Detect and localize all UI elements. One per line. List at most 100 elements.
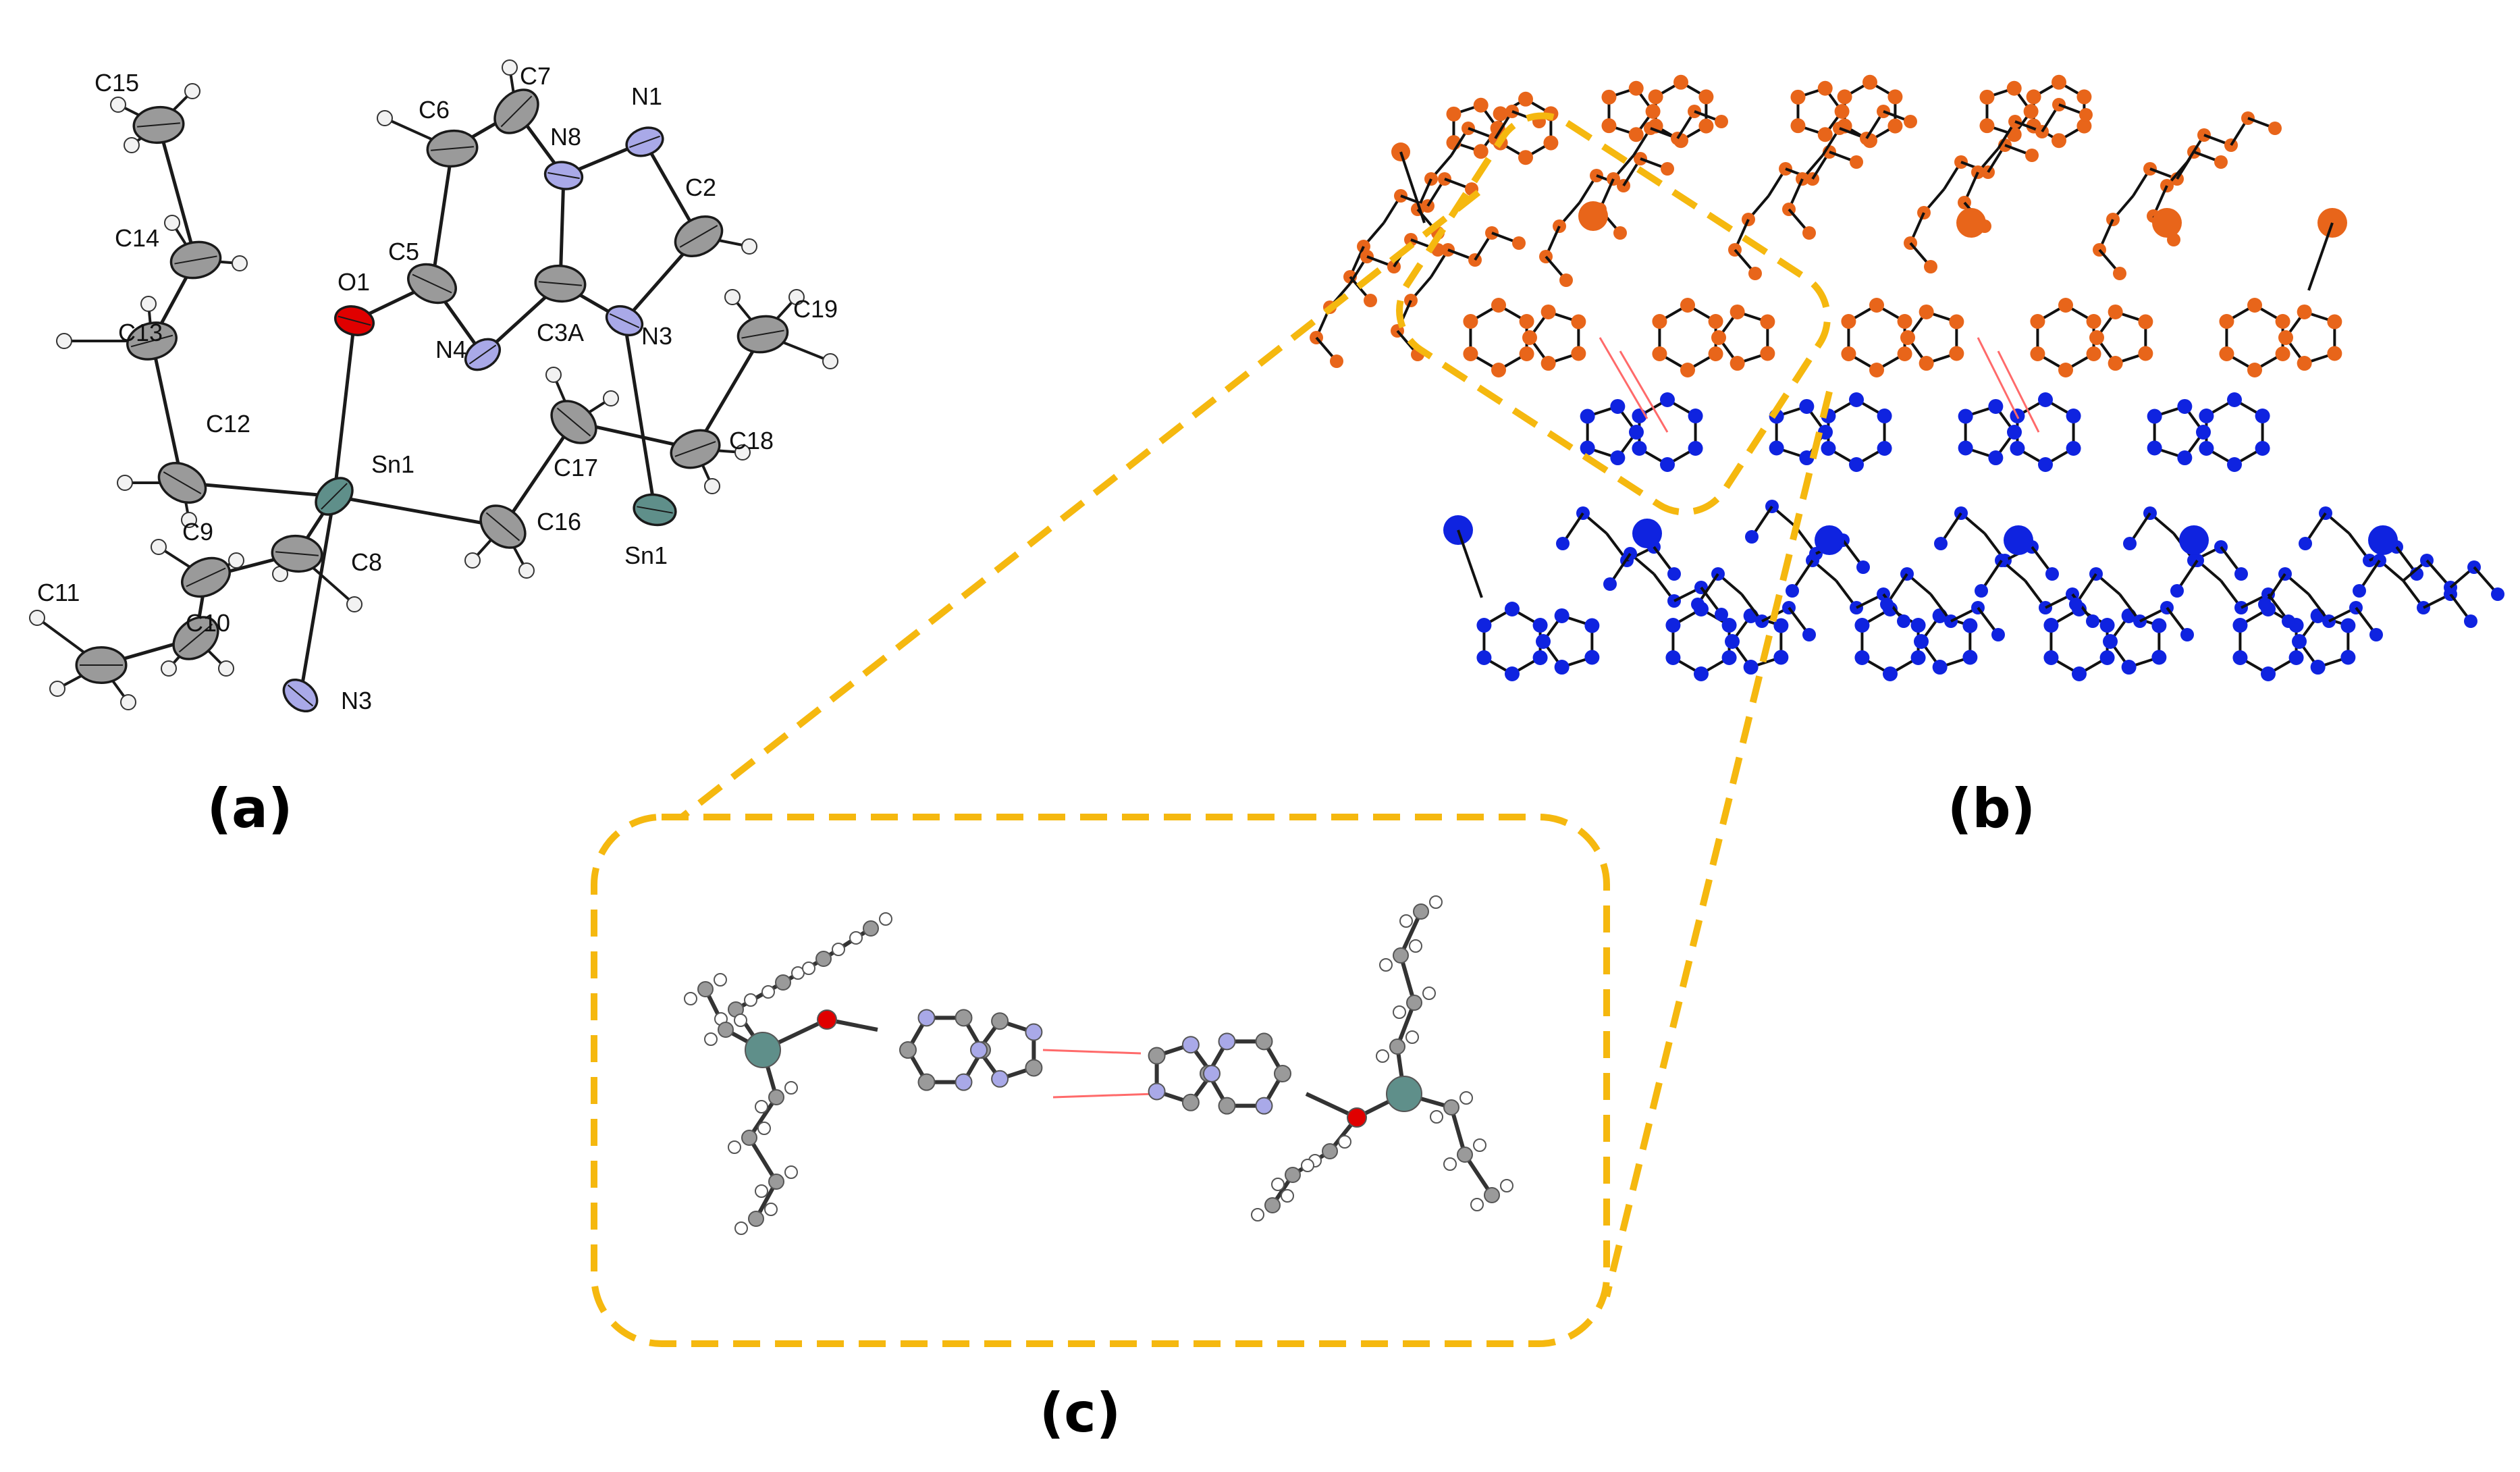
chain-atom (2491, 587, 2504, 601)
ring-atom (1491, 298, 1506, 313)
panel-a-atom-labels: C15C14C13C12C9C10C11C8Sn1N3O1C5C6C7N8N1C… (37, 62, 838, 714)
tin-atom-orange (1578, 201, 1608, 231)
dimer-atom-H (1301, 1159, 1314, 1172)
ring-atom (1854, 650, 1870, 665)
ring-atom (1962, 618, 1978, 633)
hydrogen-atom (377, 110, 393, 126)
ring-atom (2147, 440, 2162, 456)
ring-atom (1949, 346, 1964, 361)
bond-C15-C14 (157, 123, 198, 262)
ring-atom (1463, 346, 1478, 361)
ring-atom (2108, 356, 2123, 371)
ring-atom (1869, 298, 1884, 313)
ring-atom (2219, 314, 2234, 329)
atom-label-C6: C6 (419, 96, 450, 124)
dimer-atom-H (1271, 1178, 1285, 1191)
ring-atom (2138, 314, 2153, 330)
hydrogen-atom (124, 137, 140, 153)
ring-atom (1877, 441, 1892, 456)
atom-label-C15: C15 (95, 69, 139, 97)
chain-atom (1556, 537, 1570, 550)
ring-atom (2121, 660, 2137, 675)
ring-atom (2219, 346, 2234, 361)
dimer-atom-O (1347, 1107, 1367, 1128)
chain-atom (1613, 226, 1627, 240)
dimer-atom-C (697, 981, 714, 997)
dimer-hydrogen-bond (1052, 1093, 1155, 1099)
dimer-atom-H (1473, 1138, 1486, 1152)
dimer-atom-H (1405, 1030, 1419, 1044)
dimer-hydrogen-bond (1042, 1049, 1142, 1055)
dimer-atom-H (879, 912, 892, 926)
ring-atom (2026, 89, 2041, 105)
chain-atom (1904, 115, 1917, 128)
chain-atom (1897, 614, 1910, 628)
chain-atom (1715, 608, 1728, 621)
ring-atom (1476, 618, 1492, 633)
hydrogen-atom (464, 552, 481, 569)
ring-atom (1632, 441, 1647, 456)
bond-C16-C17 (501, 420, 576, 529)
ring-atom (1540, 304, 1556, 319)
ring-atom (1988, 398, 2004, 414)
chain-atom (2170, 584, 2184, 598)
hydrogen-atom (502, 59, 518, 76)
tin-atom-blue (1632, 519, 1662, 548)
atom-label-C5: C5 (388, 238, 419, 265)
chain-atom (2258, 598, 2272, 611)
ring-atom (2292, 634, 2307, 649)
tin-atom-blue (1815, 525, 1844, 555)
ring-atom (2340, 618, 2356, 633)
ring-atom (1725, 634, 1740, 649)
dimer-atom-H (1251, 1208, 1264, 1221)
atom-axis-C5 (412, 273, 452, 294)
ring-atom (1688, 441, 1703, 456)
dimer-atom-H (714, 973, 727, 987)
chain-atom (2086, 614, 2099, 628)
ring-atom (2058, 298, 2073, 313)
atom-label-N4: N4 (435, 336, 466, 363)
ring-atom (2151, 650, 2167, 665)
dimer-atom-C (863, 920, 879, 937)
ring-atom (1540, 356, 1556, 371)
ring-atom (2108, 304, 2123, 319)
hydrogen-atom (232, 255, 248, 271)
atom-axis-N3 (609, 313, 640, 329)
bond-Sn1-O1 (332, 319, 356, 498)
atom-label-C3A: C3A (537, 319, 584, 346)
ring-atom (2232, 650, 2248, 665)
ring-atom (1988, 450, 2004, 466)
atom-axis-C3A (539, 281, 582, 286)
hydrogen-atom (545, 367, 562, 383)
ring-atom (2310, 660, 2326, 675)
dimer-atom-C (1393, 947, 1409, 964)
ring-atom (1476, 650, 1492, 665)
panel-c-hydrogen-bonded-dimer: (c) (684, 895, 1513, 1444)
atom-label-C11: C11 (37, 579, 80, 606)
chain-atom (1975, 584, 1988, 598)
panel-a-ortep-structure: C15C14C13C12C9C10C11C8Sn1N3O1C5C6C7N8N1C… (29, 59, 838, 840)
atom-axis-C7 (500, 95, 533, 128)
dimer-atom-C (815, 951, 832, 967)
dimer-atom-N (955, 1073, 973, 1091)
hydrogen-atom (49, 681, 65, 697)
ring-atom (1849, 392, 1864, 407)
dimer-atom-C (1457, 1147, 1473, 1163)
ring-atom (2275, 346, 2290, 361)
panel-b-hydrogen-bonds (1599, 337, 2040, 433)
ring-atom (1910, 618, 1926, 633)
dimer-atom-C (748, 1211, 764, 1227)
dimer-atom-N (1255, 1097, 1273, 1115)
ring-atom (2196, 425, 2211, 440)
ring-atom (2099, 618, 2115, 633)
ring-atom (2066, 409, 2081, 423)
chain-atom (1691, 598, 1705, 611)
chain-atom (2079, 108, 2093, 122)
bond-C13-C12 (150, 339, 184, 485)
ring-atom (1473, 144, 1489, 159)
bond-Sn1-C16 (332, 494, 505, 529)
ring-atom (1837, 89, 1852, 105)
atom-label-N8: N8 (550, 123, 581, 151)
ring-atom (1698, 89, 1714, 105)
hydrogen-atom (164, 215, 180, 231)
